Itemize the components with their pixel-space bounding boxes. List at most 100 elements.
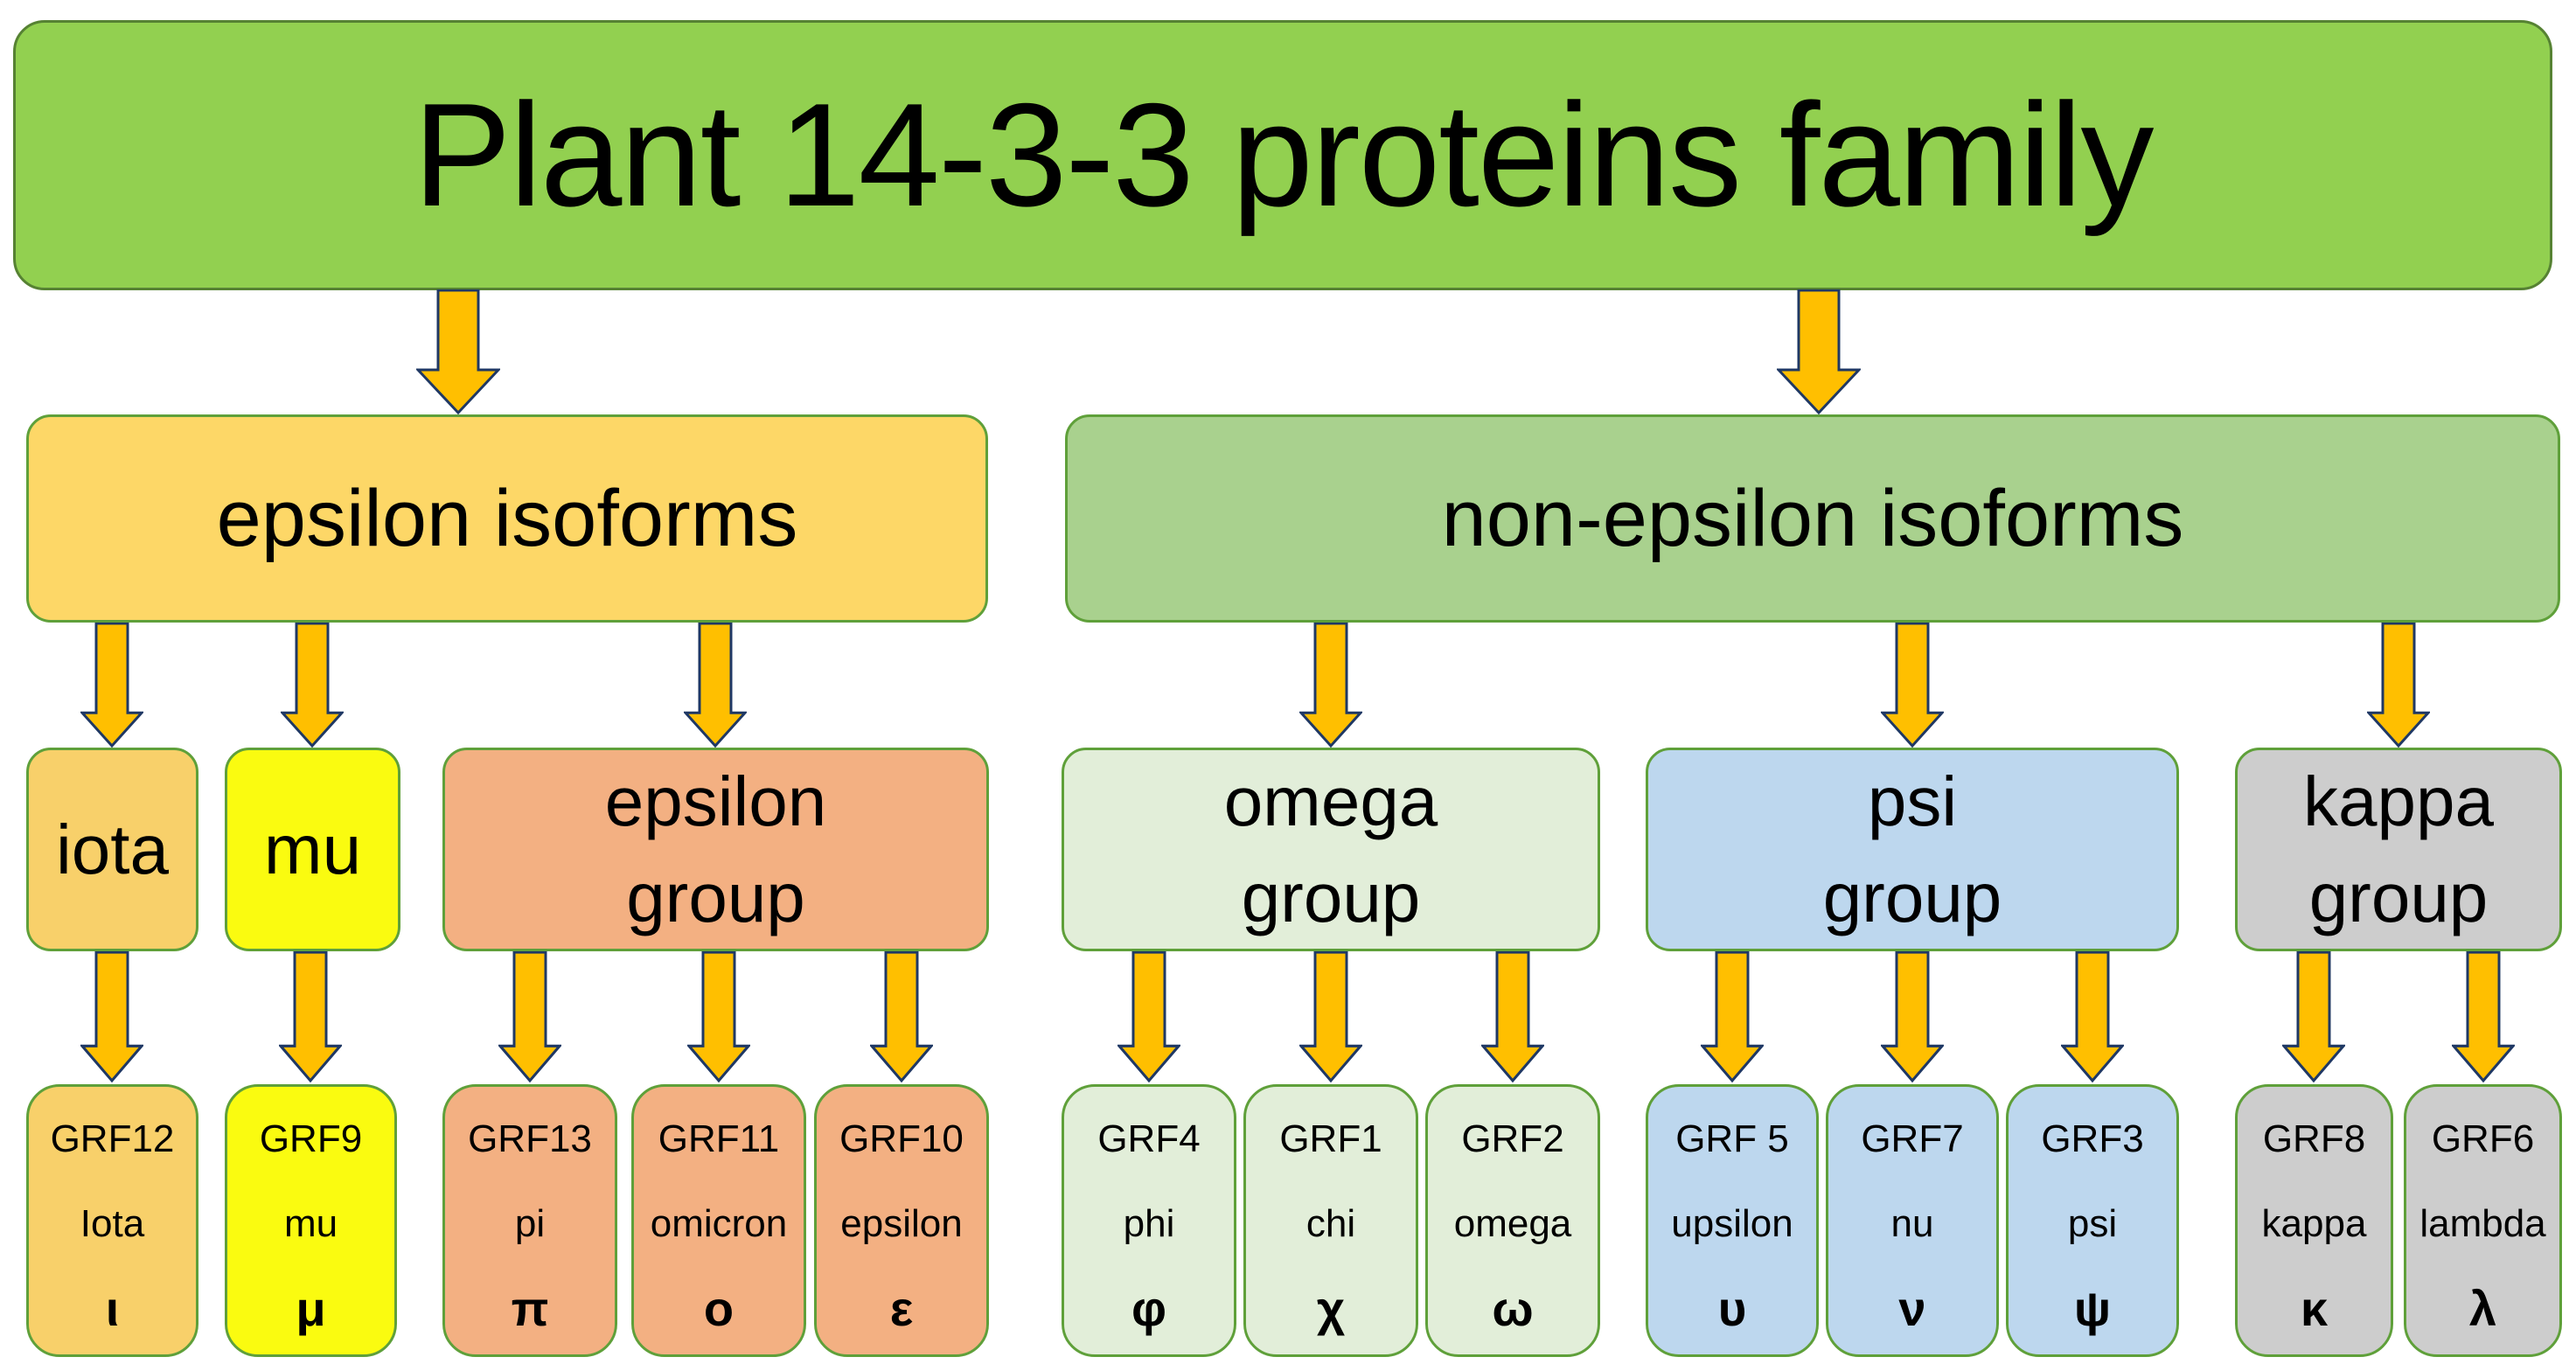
- leaf-grf8: GRF8 kappa κ: [2235, 1084, 2393, 1357]
- leaf-greek-letter: ε: [889, 1280, 914, 1336]
- down-arrow-icon: [2282, 951, 2345, 1082]
- group-label-line: psi: [1867, 762, 1958, 840]
- group-omega: omega group: [1062, 748, 1600, 951]
- group-iota: iota: [26, 748, 198, 951]
- leaf-greek-letter: π: [511, 1280, 549, 1336]
- group-label: mu: [263, 810, 362, 888]
- down-arrow-icon: [1701, 951, 1764, 1082]
- down-arrow-icon: [1117, 951, 1180, 1082]
- root-node: Plant 14-3-3 proteins family: [13, 20, 2552, 290]
- branch-epsilon-isoforms: epsilon isoforms: [26, 414, 988, 623]
- group-mu: mu: [225, 748, 400, 951]
- arrow-omega-group-to-grf1: [1299, 951, 1362, 1082]
- down-arrow-icon: [1881, 623, 1944, 748]
- leaf-name-label: epsilon: [840, 1201, 963, 1245]
- leaf-name-label: omicron: [650, 1201, 788, 1245]
- group-epsilon: epsilon group: [442, 748, 989, 951]
- arrow-iota-to-grf12: [80, 951, 143, 1082]
- arrow-psi-group-to-grf5: [1701, 951, 1764, 1082]
- down-arrow-icon: [687, 951, 750, 1082]
- down-arrow-icon: [80, 623, 143, 748]
- group-label-line: group: [1241, 858, 1421, 936]
- leaf-grf1: GRF1 chi χ: [1243, 1084, 1418, 1357]
- leaf-greek-letter: μ: [296, 1280, 326, 1336]
- down-arrow-icon: [684, 623, 747, 748]
- leaf-grf-label: GRF13: [468, 1117, 592, 1160]
- branch-non-epsilon-isoforms: non-epsilon isoforms: [1065, 414, 2560, 623]
- group-psi: psi group: [1646, 748, 2179, 951]
- group-label-line: epsilon: [604, 762, 827, 840]
- branch-label: epsilon isoforms: [216, 473, 798, 563]
- arrow-epsilon-group-to-grf11: [687, 951, 750, 1082]
- arrow-epsilon-to-iota: [80, 623, 143, 748]
- leaf-grf4: GRF4 phi φ: [1062, 1084, 1236, 1357]
- leaf-name-label: psi: [2067, 1201, 2118, 1245]
- down-arrow-icon: [2452, 951, 2515, 1082]
- leaf-grf11: GRF11 omicron ο: [631, 1084, 806, 1357]
- down-arrow-icon: [1299, 623, 1362, 748]
- leaf-greek-letter: χ: [1316, 1280, 1346, 1336]
- leaf-grf5: GRF 5 upsilon υ: [1646, 1084, 1819, 1357]
- leaf-greek-letter: ψ: [2073, 1280, 2112, 1336]
- leaf-grf-label: GRF4: [1097, 1117, 1201, 1160]
- leaf-name-label: nu: [1890, 1201, 1934, 1245]
- arrow-omega-group-to-grf4: [1117, 951, 1180, 1082]
- down-arrow-icon: [1881, 951, 1944, 1082]
- leaf-greek-letter: λ: [2468, 1280, 2497, 1336]
- down-arrow-icon: [870, 951, 933, 1082]
- leaf-greek-letter: ω: [1492, 1280, 1534, 1336]
- leaf-grf9: GRF9 mu μ: [225, 1084, 397, 1357]
- arrow-psi-group-to-grf7: [1881, 951, 1944, 1082]
- arrow-root-to-non-epsilon: [1777, 289, 1861, 414]
- group-label-line: group: [2308, 858, 2489, 936]
- down-arrow-icon: [416, 289, 500, 414]
- leaf-grf12: GRF12 Iota ι: [26, 1084, 198, 1357]
- leaf-grf13: GRF13 pi π: [442, 1084, 617, 1357]
- leaf-grf-label: GRF10: [839, 1117, 964, 1160]
- leaf-grf3: GRF3 psi ψ: [2006, 1084, 2179, 1357]
- leaf-greek-letter: φ: [1131, 1280, 1167, 1336]
- down-arrow-icon: [2061, 951, 2124, 1082]
- leaf-name-label: upsilon: [1671, 1201, 1793, 1245]
- group-label: iota: [56, 810, 169, 888]
- leaf-greek-letter: ο: [703, 1280, 735, 1336]
- leaf-name-label: lambda: [2419, 1201, 2546, 1245]
- down-arrow-icon: [281, 623, 344, 748]
- leaf-grf-label: GRF1: [1279, 1117, 1382, 1160]
- arrow-root-to-epsilon: [416, 289, 500, 414]
- down-arrow-icon: [279, 951, 342, 1082]
- leaf-grf-label: GRF7: [1861, 1117, 1964, 1160]
- leaf-grf-label: GRF 5: [1675, 1117, 1789, 1160]
- group-label-line: omega: [1223, 762, 1438, 840]
- leaf-greek-letter: ι: [105, 1280, 120, 1336]
- leaf-grf-label: GRF12: [50, 1117, 175, 1160]
- group-kappa: kappa group: [2235, 748, 2562, 951]
- down-arrow-icon: [1777, 289, 1861, 414]
- leaf-grf6: GRF6 lambda λ: [2404, 1084, 2562, 1357]
- leaf-grf-label: GRF6: [2431, 1117, 2535, 1160]
- arrow-non-epsilon-to-omega-group: [1299, 623, 1362, 748]
- leaf-name-label: pi: [514, 1201, 546, 1245]
- down-arrow-icon: [2367, 623, 2430, 748]
- leaf-grf-label: GRF3: [2041, 1117, 2144, 1160]
- group-label-line: group: [1822, 858, 2002, 936]
- arrow-mu-to-grf9: [279, 951, 342, 1082]
- arrow-epsilon-group-to-grf13: [498, 951, 561, 1082]
- arrow-psi-group-to-grf3: [2061, 951, 2124, 1082]
- root-node-label: Plant 14-3-3 proteins family: [413, 73, 2155, 237]
- leaf-name-label: omega: [1453, 1201, 1572, 1245]
- group-label-line: group: [626, 858, 805, 936]
- leaf-grf10: GRF10 epsilon ε: [814, 1084, 989, 1357]
- arrow-kappa-group-to-grf6: [2452, 951, 2515, 1082]
- leaf-greek-letter: υ: [1717, 1280, 1747, 1336]
- arrow-epsilon-to-epsilon-group: [684, 623, 747, 748]
- arrow-non-epsilon-to-psi-group: [1881, 623, 1944, 748]
- arrow-epsilon-to-mu: [281, 623, 344, 748]
- leaf-name-label: Iota: [80, 1201, 145, 1245]
- down-arrow-icon: [1299, 951, 1362, 1082]
- leaf-greek-letter: κ: [2300, 1280, 2329, 1336]
- leaf-grf-label: GRF11: [658, 1117, 780, 1160]
- leaf-grf-label: GRF8: [2262, 1117, 2366, 1160]
- arrow-omega-group-to-grf2: [1481, 951, 1544, 1082]
